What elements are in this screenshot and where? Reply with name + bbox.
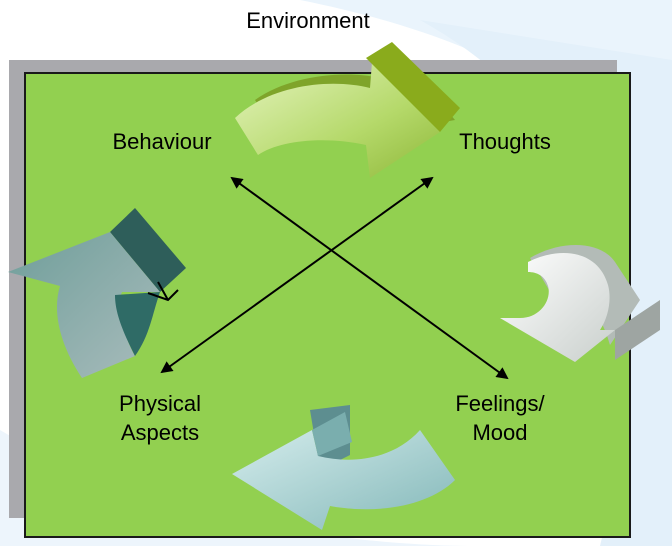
node-physical-line1: Physical <box>119 391 201 416</box>
cycle-arrow-top <box>235 42 460 178</box>
node-feelings-line2: Mood <box>472 420 528 445</box>
node-feelings-mood: Feelings/ Mood <box>420 389 580 447</box>
node-behaviour: Behaviour <box>112 129 212 154</box>
connector-behaviour-feelings <box>230 176 509 380</box>
node-thoughts: Thoughts <box>459 129 551 154</box>
environment-label: Environment <box>246 8 370 33</box>
connector-thoughts-physical <box>160 176 434 374</box>
node-feelings-line1: Feelings/ <box>455 391 545 416</box>
node-physical-aspects: Physical Aspects <box>80 389 240 447</box>
small-bow-connector <box>147 281 179 302</box>
node-physical-line2: Aspects <box>120 420 200 445</box>
cycle-arrow-left <box>8 208 186 378</box>
cycle-arrow-bottom <box>232 405 455 530</box>
cycle-arrow-right <box>500 244 660 362</box>
